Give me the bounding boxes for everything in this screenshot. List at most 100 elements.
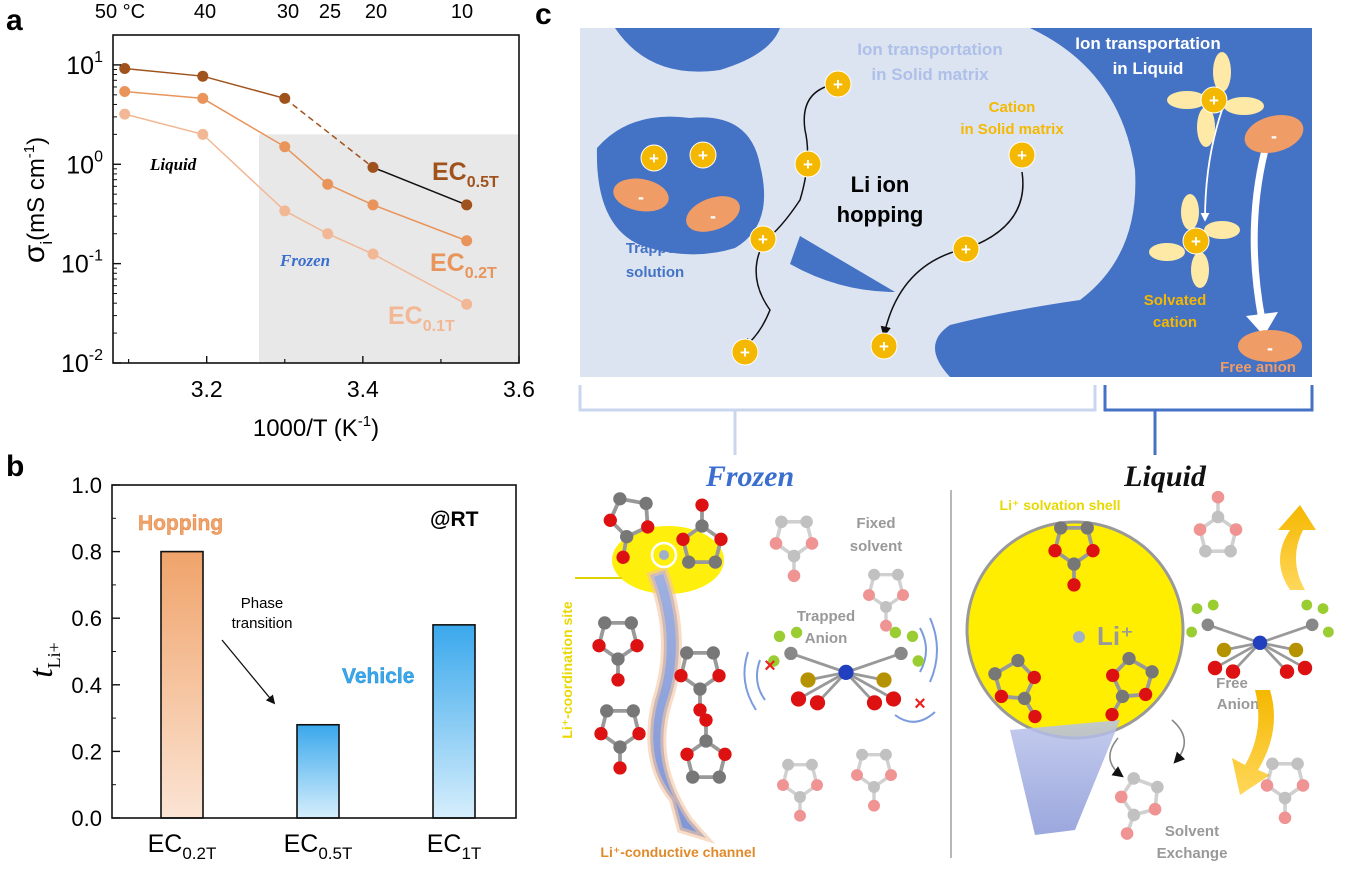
atom bbox=[775, 515, 788, 529]
cation bbox=[689, 141, 717, 169]
y-tick-label: 0.2 bbox=[71, 739, 102, 764]
bond bbox=[799, 783, 818, 799]
bond bbox=[1259, 641, 1306, 670]
crack-region bbox=[790, 236, 895, 292]
anion-sign: - bbox=[1267, 338, 1273, 358]
cation bbox=[1200, 86, 1228, 114]
tfsi-anion bbox=[1186, 599, 1334, 679]
atom bbox=[680, 646, 694, 660]
atom bbox=[594, 727, 608, 741]
atom bbox=[718, 747, 732, 761]
bond bbox=[1198, 515, 1220, 532]
atom bbox=[680, 747, 694, 761]
li-label: Li⁺ bbox=[1097, 621, 1134, 651]
fluorine bbox=[1301, 599, 1313, 611]
atom bbox=[712, 770, 726, 784]
fixed-solvent-label-1: Fixed bbox=[856, 515, 895, 532]
atom bbox=[879, 748, 892, 761]
atom bbox=[809, 695, 826, 711]
atom bbox=[1145, 665, 1159, 679]
atom bbox=[693, 682, 707, 696]
atom bbox=[1224, 544, 1237, 558]
ec-molecule bbox=[863, 568, 909, 632]
fluorine bbox=[1323, 626, 1334, 638]
cation bbox=[794, 150, 822, 178]
atom bbox=[856, 748, 869, 761]
top-temperature-label: 40 bbox=[194, 1, 216, 23]
atom bbox=[1288, 642, 1304, 658]
atom bbox=[769, 537, 783, 550]
series-line-segment bbox=[327, 183, 374, 206]
bond bbox=[1133, 807, 1156, 817]
ion-solid-label-2: in Solid matrix bbox=[871, 65, 989, 84]
atom bbox=[611, 652, 625, 666]
cation bbox=[1008, 141, 1036, 169]
atom bbox=[787, 569, 801, 583]
frozen-bracket bbox=[578, 385, 1097, 412]
cation-sign: + bbox=[1209, 91, 1219, 110]
atom bbox=[641, 520, 655, 534]
cation bbox=[731, 338, 759, 366]
atom bbox=[1127, 772, 1141, 785]
x-tick-label: 3.6 bbox=[503, 376, 535, 402]
cation bbox=[824, 70, 852, 98]
data-point bbox=[322, 178, 334, 190]
solvation-arrow bbox=[1200, 109, 1223, 222]
anion-free-1 bbox=[1244, 114, 1304, 154]
atom bbox=[1148, 802, 1162, 816]
panel-label-b: b bbox=[6, 450, 24, 483]
atom bbox=[891, 568, 904, 581]
ion-liquid-label-2: in Liquid bbox=[1113, 59, 1184, 78]
atom bbox=[1216, 642, 1232, 658]
y-tick-label: 101 bbox=[66, 49, 103, 80]
atom bbox=[1120, 827, 1134, 840]
atom bbox=[1028, 709, 1042, 724]
hopping-path-left bbox=[742, 85, 829, 349]
atom bbox=[603, 513, 617, 527]
y-tick-label: 100 bbox=[66, 148, 103, 179]
ec-molecule bbox=[592, 616, 644, 687]
li-site-ring bbox=[650, 541, 678, 569]
cation-sign: + bbox=[758, 230, 768, 249]
atom bbox=[1199, 544, 1212, 558]
ec-molecule bbox=[594, 704, 646, 775]
frozen-region bbox=[259, 134, 519, 363]
cation bbox=[749, 225, 777, 253]
bond bbox=[782, 783, 801, 799]
cation-sign: + bbox=[879, 337, 889, 356]
bond bbox=[1119, 795, 1136, 816]
category-label: EC1T bbox=[427, 830, 482, 863]
bond bbox=[867, 574, 876, 596]
atom bbox=[1211, 510, 1225, 524]
bond bbox=[885, 593, 904, 609]
atom bbox=[784, 646, 798, 661]
plot-frame bbox=[112, 34, 520, 364]
panel-label-c: c bbox=[535, 0, 552, 31]
atom bbox=[600, 704, 614, 718]
bond bbox=[774, 521, 784, 544]
coord-site-label: Li⁺-coordination site bbox=[559, 601, 575, 738]
atom bbox=[1086, 544, 1100, 558]
series-label-01t: EC0.1T bbox=[388, 302, 455, 335]
ec-molecule bbox=[680, 713, 732, 784]
bond bbox=[804, 521, 814, 544]
cation bbox=[640, 144, 668, 172]
cation-sign: + bbox=[961, 240, 971, 259]
bar bbox=[432, 624, 476, 819]
bond bbox=[845, 652, 902, 674]
rt-label: @RT bbox=[430, 508, 479, 531]
bond bbox=[774, 541, 796, 558]
y-tick-label: 1.0 bbox=[71, 473, 102, 498]
trapped-solution-label-1: Trapped bbox=[626, 240, 684, 257]
atom bbox=[1067, 557, 1081, 571]
bond bbox=[1283, 783, 1305, 800]
data-point bbox=[119, 108, 131, 120]
fluorine bbox=[1186, 626, 1197, 638]
vehicle-label: Vehicle bbox=[342, 665, 414, 688]
free-anion-mol-label-1: Free bbox=[1216, 675, 1248, 692]
phase-label-1: Phase bbox=[241, 595, 284, 612]
atom bbox=[811, 779, 823, 792]
series-line-segment bbox=[202, 133, 286, 212]
